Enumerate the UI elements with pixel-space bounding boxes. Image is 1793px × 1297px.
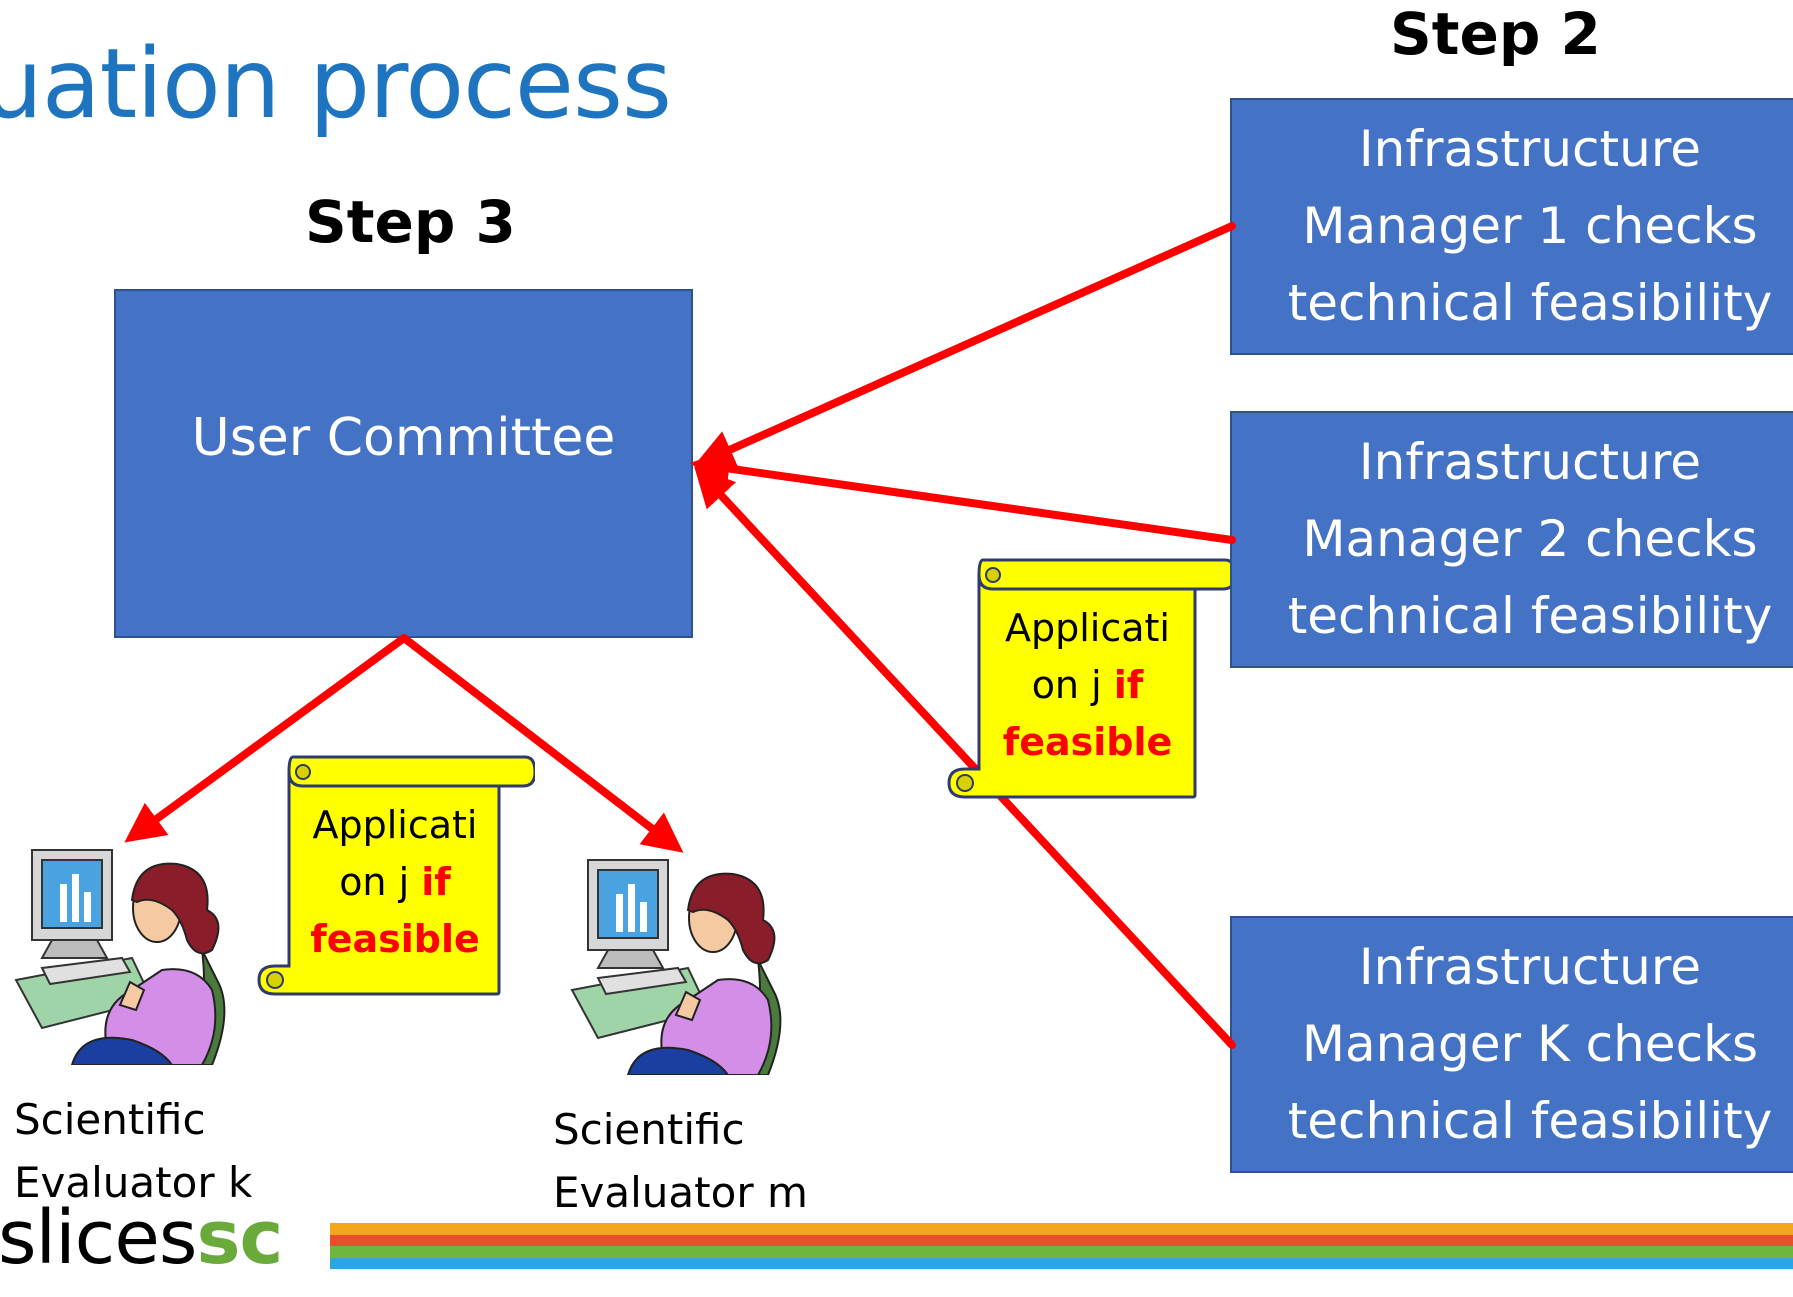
arrow-imk-to-committee (694, 466, 1236, 1049)
scroll-right-line-2-prefix: on j (1031, 663, 1114, 707)
stripe-red (330, 1235, 1793, 1246)
scroll-left-line-2: on j if (290, 854, 500, 911)
evaluator-m-line-2: Evaluator m (553, 1168, 808, 1217)
evaluator-m-line-1: Scientific (553, 1105, 745, 1154)
scroll-left-line-1: Applicati (312, 803, 478, 847)
scroll-right-line-1: Applicati (1005, 606, 1170, 650)
application-scroll-left-text: Applicati on j if feasible (290, 797, 500, 968)
person-icon (626, 872, 782, 1075)
manager-k-line-1: Infrastructure (1358, 938, 1702, 996)
manager-1-line-3: technical feasibility (1287, 274, 1773, 332)
manager-1-line-2: Manager 1 checks (1302, 197, 1758, 255)
scroll-left-line-2-prefix: on j (339, 860, 422, 904)
arrow-im1-to-committee (693, 222, 1236, 468)
arrow-im2-to-committee (689, 448, 1236, 544)
manager-k-line-3: technical feasibility (1287, 1092, 1773, 1150)
scroll-left-line-3: feasible (310, 917, 480, 961)
infrastructure-manager-1-box: Infrastructure Manager 1 checks technica… (1230, 98, 1793, 355)
logo-accent: sc (196, 1195, 283, 1281)
logo-main: slices (0, 1195, 197, 1281)
scroll-right-line-2-red: if (1113, 663, 1144, 707)
person-icon (70, 862, 226, 1065)
stripe-blue (330, 1258, 1793, 1269)
evaluator-k-line-1: Scientific (14, 1095, 206, 1144)
application-scroll-left (257, 755, 535, 996)
footer-color-stripe (330, 1223, 1793, 1269)
slicessc-logo: slicessc (0, 1195, 283, 1281)
evaluator-k-clipart (14, 849, 226, 1065)
stripe-orange (330, 1223, 1793, 1235)
computer-icon (570, 859, 710, 1040)
step-2-label: Step 2 (1390, 0, 1601, 68)
manager-k-line-2: Manager K checks (1301, 1015, 1759, 1073)
user-committee-label: User Committee (191, 408, 616, 468)
manager-2-line-2: Manager 2 checks (1302, 510, 1758, 568)
arrow-committee-to-evaluator-k (124, 634, 408, 843)
infrastructure-manager-k-box: Infrastructure Manager K checks technica… (1230, 916, 1793, 1173)
evaluator-m-clipart (570, 859, 782, 1075)
application-scroll-right-text: Applicati on j if feasible (980, 600, 1195, 771)
slide-title: uation process (0, 28, 672, 140)
application-scroll-right (947, 558, 1230, 799)
arrow-committee-to-evaluator-m (400, 634, 684, 853)
computer-icon (14, 849, 154, 1030)
scroll-right-line-3: feasible (1002, 720, 1173, 764)
manager-2-line-3: technical feasibility (1287, 587, 1773, 645)
scroll-left-line-2-red: if (421, 860, 451, 904)
evaluator-k-label: Scientific Evaluator k (14, 1088, 252, 1214)
evaluator-k-line-2: Evaluator k (14, 1158, 253, 1207)
evaluator-m-label: Scientific Evaluator m (553, 1098, 808, 1224)
manager-2-line-1: Infrastructure (1358, 433, 1702, 491)
step-3-label: Step 3 (305, 188, 516, 256)
scroll-right-line-2: on j if (980, 657, 1195, 714)
infrastructure-manager-2-box: Infrastructure Manager 2 checks technica… (1230, 411, 1793, 668)
stripe-green (330, 1246, 1793, 1258)
manager-1-line-1: Infrastructure (1358, 120, 1702, 178)
